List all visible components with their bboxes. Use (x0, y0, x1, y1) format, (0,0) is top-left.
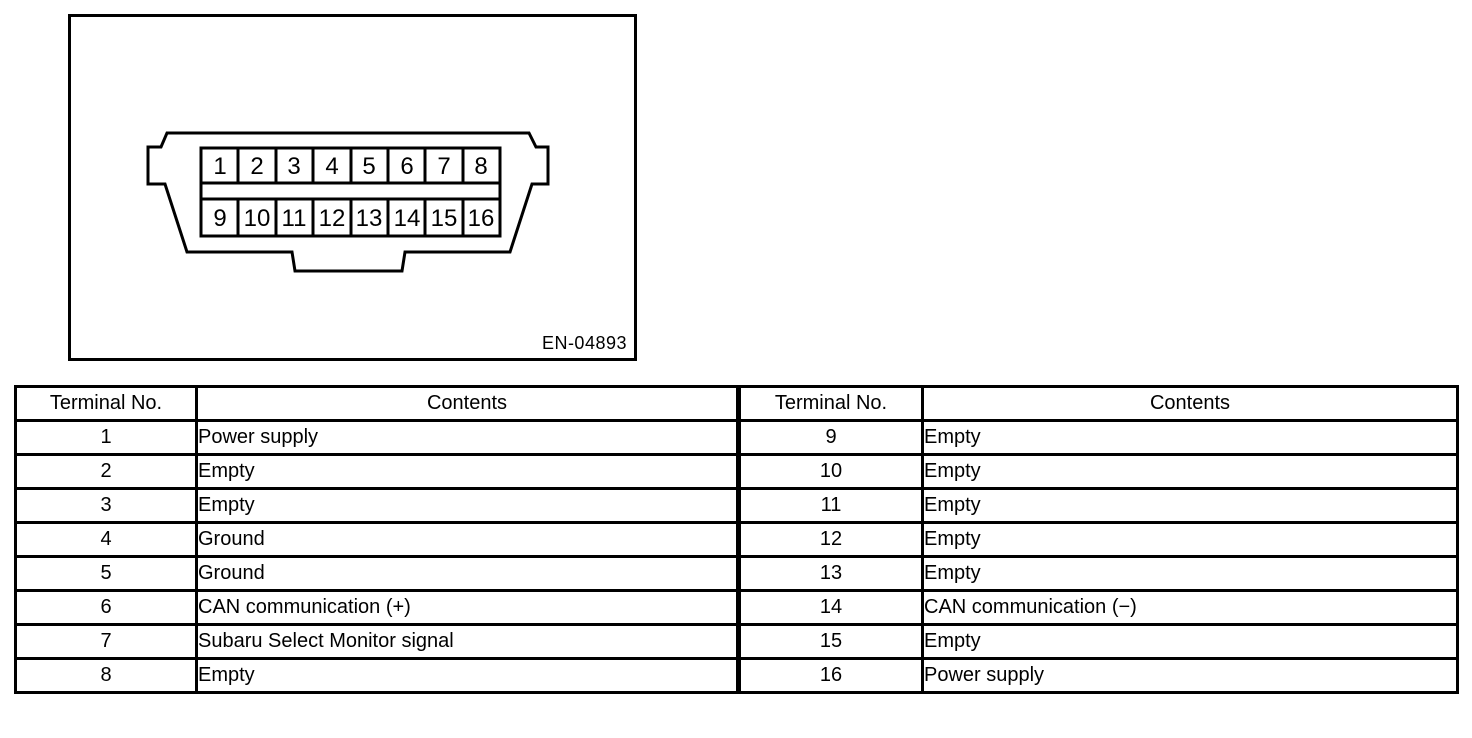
table-row: 6 CAN communication (+) 14 CAN communica… (14, 589, 1459, 626)
pin-number: 2 (250, 153, 263, 180)
terminal-no-cell: 10 (736, 453, 924, 490)
terminal-no-cell: 14 (736, 589, 924, 626)
pin-number: 7 (437, 153, 450, 180)
contents-cell: Ground (195, 555, 740, 592)
table-row: 4 Ground 12 Empty (14, 521, 1459, 558)
table-row: 3 Empty 11 Empty (14, 487, 1459, 524)
pin-number: 6 (400, 153, 413, 180)
terminal-no-cell: 2 (14, 453, 198, 490)
contents-cell: Empty (921, 453, 1459, 490)
terminal-no-header: Terminal No. (736, 385, 924, 422)
pin-number: 1 (213, 153, 226, 180)
obd-connector-diagram: 1 2 3 4 5 6 7 8 9 10 11 12 13 14 15 16 (146, 131, 550, 273)
pin-number: 13 (356, 205, 383, 232)
contents-header: Contents (921, 385, 1459, 422)
contents-cell: Ground (195, 521, 740, 558)
terminal-no-cell: 16 (736, 657, 924, 694)
pin-number: 15 (431, 205, 458, 232)
contents-cell: Empty (921, 623, 1459, 660)
contents-cell: Empty (195, 487, 740, 524)
figure-reference-code: EN-04893 (541, 333, 627, 353)
pin-number: 8 (474, 153, 487, 180)
terminal-no-cell: 4 (14, 521, 198, 558)
pin-number: 3 (287, 153, 300, 180)
terminal-no-header: Terminal No. (14, 385, 198, 422)
terminal-no-cell: 1 (14, 419, 198, 456)
terminal-no-cell: 7 (14, 623, 198, 660)
pin-number: 10 (244, 205, 271, 232)
table-row: 5 Ground 13 Empty (14, 555, 1459, 592)
pin-number: 11 (282, 205, 307, 232)
terminal-assignment-table: Terminal No. Contents Terminal No. Conte… (14, 385, 1459, 694)
contents-cell: Empty (921, 487, 1459, 524)
contents-cell: Subaru Select Monitor signal (195, 623, 740, 660)
terminal-no-cell: 11 (736, 487, 924, 524)
contents-cell: Empty (195, 453, 740, 490)
terminal-no-cell: 8 (14, 657, 198, 694)
contents-cell: Power supply (195, 419, 740, 456)
terminal-no-cell: 12 (736, 521, 924, 558)
contents-cell: Empty (195, 657, 740, 694)
terminal-no-cell: 5 (14, 555, 198, 592)
table-row: 1 Power supply 9 Empty (14, 419, 1459, 456)
pin-number: 9 (213, 205, 226, 232)
terminal-no-cell: 13 (736, 555, 924, 592)
contents-cell: CAN communication (+) (195, 589, 740, 626)
pin-number: 12 (319, 205, 346, 232)
pin-number: 16 (468, 205, 495, 232)
pin-number: 14 (394, 205, 421, 232)
terminal-no-cell: 9 (736, 419, 924, 456)
contents-cell: Empty (921, 555, 1459, 592)
pin-number: 5 (362, 153, 375, 180)
contents-header: Contents (195, 385, 740, 422)
connector-figure: 1 2 3 4 5 6 7 8 9 10 11 12 13 14 15 16 E… (68, 14, 637, 361)
contents-cell: Empty (921, 419, 1459, 456)
contents-cell: Power supply (921, 657, 1459, 694)
table-row: 8 Empty 16 Power supply (14, 657, 1459, 694)
table-header-row: Terminal No. Contents Terminal No. Conte… (14, 385, 1459, 422)
table-row: 2 Empty 10 Empty (14, 453, 1459, 490)
terminal-no-cell: 6 (14, 589, 198, 626)
contents-cell: CAN communication (−) (921, 589, 1459, 626)
table-row: 7 Subaru Select Monitor signal 15 Empty (14, 623, 1459, 660)
contents-cell: Empty (921, 521, 1459, 558)
terminal-no-cell: 3 (14, 487, 198, 524)
terminal-no-cell: 15 (736, 623, 924, 660)
pin-number: 4 (325, 153, 338, 180)
